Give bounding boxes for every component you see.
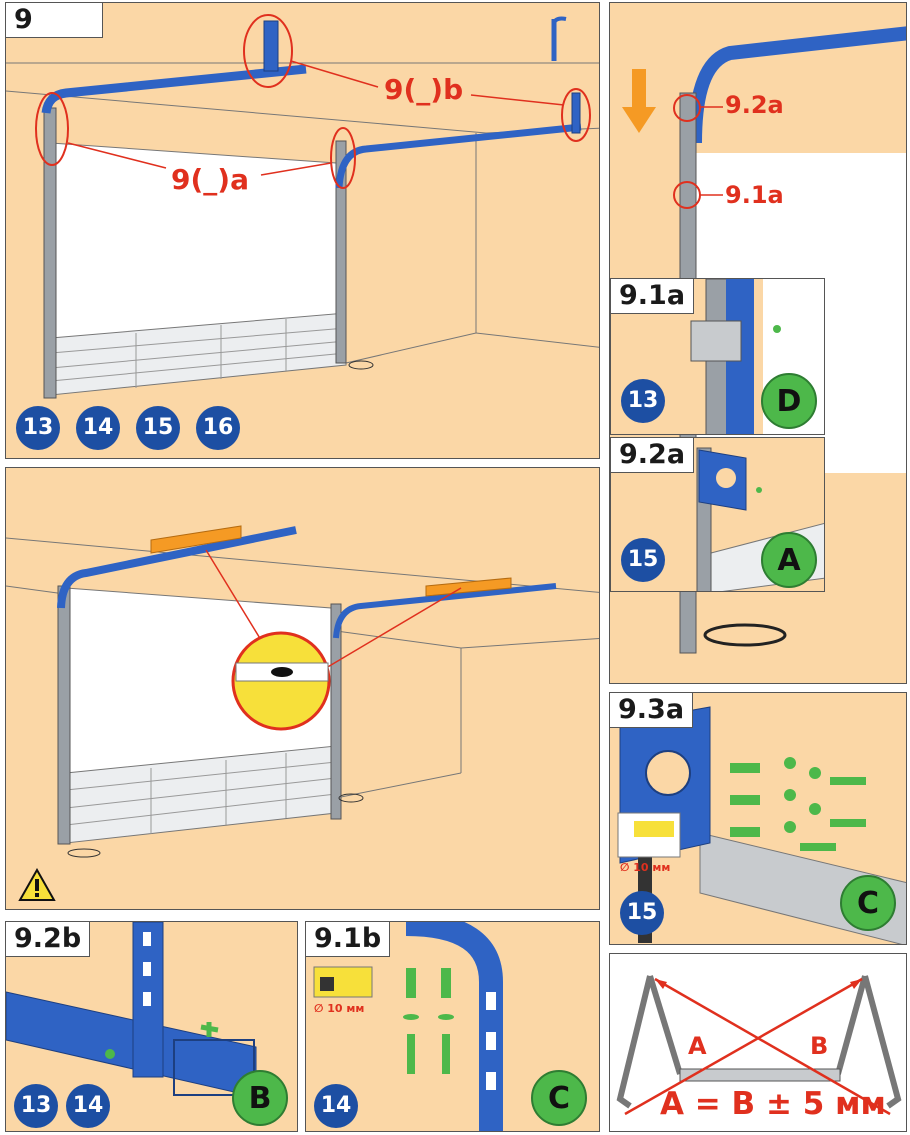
step-badge-16: 16 bbox=[196, 406, 240, 450]
door-sections bbox=[65, 745, 337, 844]
inset-step-9-1a: 9.1a 13 D bbox=[610, 278, 825, 435]
level-bubble-magnifier bbox=[231, 631, 331, 731]
part-badge-b: B bbox=[232, 1070, 288, 1126]
part-badge-a: A bbox=[761, 532, 817, 588]
bracket-c-scene bbox=[313, 922, 503, 1131]
step-badge-14: 14 bbox=[314, 1084, 358, 1128]
callout-9a: 9(_)a bbox=[171, 163, 249, 196]
step-badge-13: 13 bbox=[16, 406, 60, 450]
panel-right-detail: 9.2a 9.1a 9.1a 13 D 9.2a 15 A bbox=[609, 2, 907, 684]
anchor-bolt-set bbox=[730, 757, 866, 851]
step-label: 9 bbox=[6, 3, 103, 38]
drill-diameter: ∅ 10 мм bbox=[620, 861, 671, 874]
step-label: 9.1b bbox=[306, 922, 391, 957]
step-label: 9.2a bbox=[611, 438, 695, 473]
step-badge-15: 15 bbox=[620, 891, 664, 935]
panel-diagonal-check: A B A = B ± 5 мм bbox=[609, 953, 907, 1132]
step-badge-13: 13 bbox=[621, 379, 665, 423]
diagonal-label-b: B bbox=[810, 1032, 829, 1060]
part-badge-d: D bbox=[761, 373, 817, 429]
step-label: 9.1a bbox=[611, 279, 695, 314]
diagonal-tolerance-formula: A = B ± 5 мм bbox=[660, 1086, 886, 1122]
part-badge-c: C bbox=[840, 875, 896, 931]
step-badge-15: 15 bbox=[136, 406, 180, 450]
panel-level-check bbox=[5, 467, 600, 910]
drill-diameter: ∅ 10 мм bbox=[314, 1002, 365, 1015]
part-badge-c: C bbox=[531, 1070, 587, 1126]
inset-step-9-2a: 9.2a 15 A bbox=[610, 437, 825, 592]
step-label: 9.2b bbox=[6, 922, 91, 957]
panel-step-9-3a: 9.3a ∅ 10 мм 15 C bbox=[609, 692, 907, 945]
level-scene bbox=[6, 525, 599, 858]
panel-step-9: 9 9(_)b 9(_)a 13 14 15 16 bbox=[5, 2, 600, 459]
warning-triangle-icon bbox=[18, 868, 56, 901]
spirit-level-left bbox=[150, 525, 242, 554]
diagonal-label-a: A bbox=[688, 1032, 707, 1060]
down-arrow-icon bbox=[622, 69, 656, 133]
step-label: 9.3a bbox=[610, 693, 694, 728]
anchor-bolt-set bbox=[403, 968, 454, 1074]
spirit-level-right bbox=[425, 577, 512, 597]
callout-9b: 9(_)b bbox=[384, 73, 464, 106]
callout-9-2a: 9.2a bbox=[725, 91, 784, 119]
step-badge-14: 14 bbox=[76, 406, 120, 450]
diagonal-scene bbox=[616, 975, 902, 1116]
garage-scene bbox=[6, 14, 599, 399]
callout-9-1a: 9.1a bbox=[725, 181, 784, 209]
step-badge-15: 15 bbox=[621, 538, 665, 582]
panel-step-9-1b: 9.1b ∅ 10 мм 14 C bbox=[305, 921, 600, 1132]
panel-step-9-2b: 9.2b 13 14 B bbox=[5, 921, 298, 1132]
step-badge-13: 13 bbox=[14, 1084, 58, 1128]
bracket-b-scene bbox=[6, 922, 257, 1098]
step-badge-14: 14 bbox=[66, 1084, 110, 1128]
door-sections bbox=[50, 312, 347, 396]
